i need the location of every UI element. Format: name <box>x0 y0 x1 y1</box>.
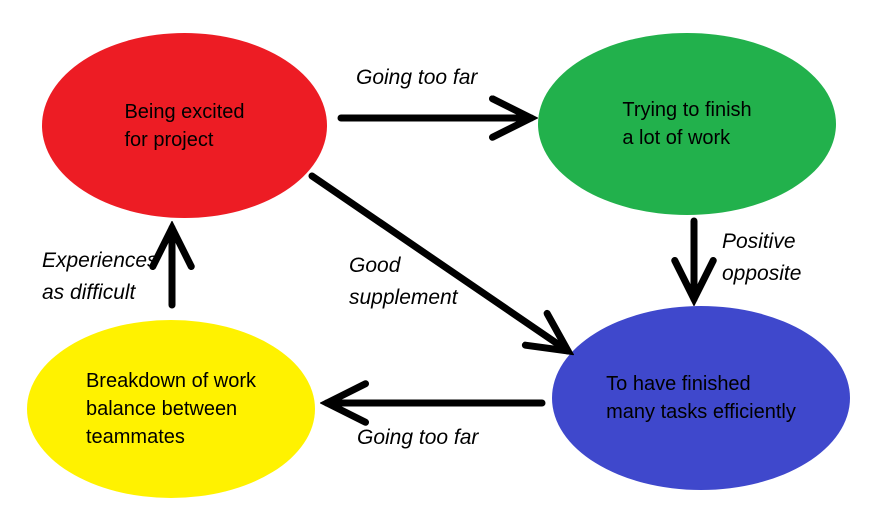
node-finished-tasks-ellipse <box>552 306 850 490</box>
node-finished-tasks-label: To have finished many tasks efficiently <box>552 306 850 490</box>
edge-label-line: as difficult <box>42 281 136 304</box>
edge-label-going-too-far-top: Going too far <box>356 62 477 94</box>
edge-label-positive-opposite: Positive opposite <box>722 226 801 290</box>
node-label-line: balance between <box>85 398 238 420</box>
node-being-excited-label: Being excited for project <box>42 33 327 218</box>
node-label-line: many tasks efficiently <box>606 401 796 423</box>
node-trying-to-finish-ellipse <box>538 33 836 215</box>
edge-label-line: Going too far <box>356 66 478 89</box>
edge-label-experiences-as-difficult: Experiences as difficult <box>42 245 158 309</box>
node-being-excited-ellipse <box>42 33 327 218</box>
node-label-line: a lot of work <box>622 127 731 149</box>
node-label-line: Breakdown of work <box>85 370 257 392</box>
edge-label-line: Good <box>349 254 401 277</box>
edge-excited-to-finished-arrow <box>308 172 568 351</box>
node-work-breakdown-label: Breakdown of work balance between teamma… <box>27 320 315 498</box>
node-label-line: Being excited <box>124 100 245 123</box>
edge-label-line: Positive <box>722 230 796 253</box>
node-label-line: for project <box>124 128 214 151</box>
node-label-line: teammates <box>85 426 185 448</box>
node-label-line: Trying to finish <box>622 99 752 121</box>
edge-label-line: Experiences <box>42 249 158 272</box>
edge-label-going-too-far-bottom: Going too far <box>357 422 478 454</box>
edge-label-line: opposite <box>722 262 802 285</box>
edge-label-line: supplement <box>349 286 458 309</box>
node-trying-to-finish-label: Trying to finish a lot of work <box>538 33 836 215</box>
node-work-breakdown-ellipse <box>27 320 315 498</box>
edge-label-line: Going too far <box>357 426 479 449</box>
node-label-line: To have finished <box>606 373 751 395</box>
edge-label-good-supplement: Good supplement <box>349 250 458 314</box>
